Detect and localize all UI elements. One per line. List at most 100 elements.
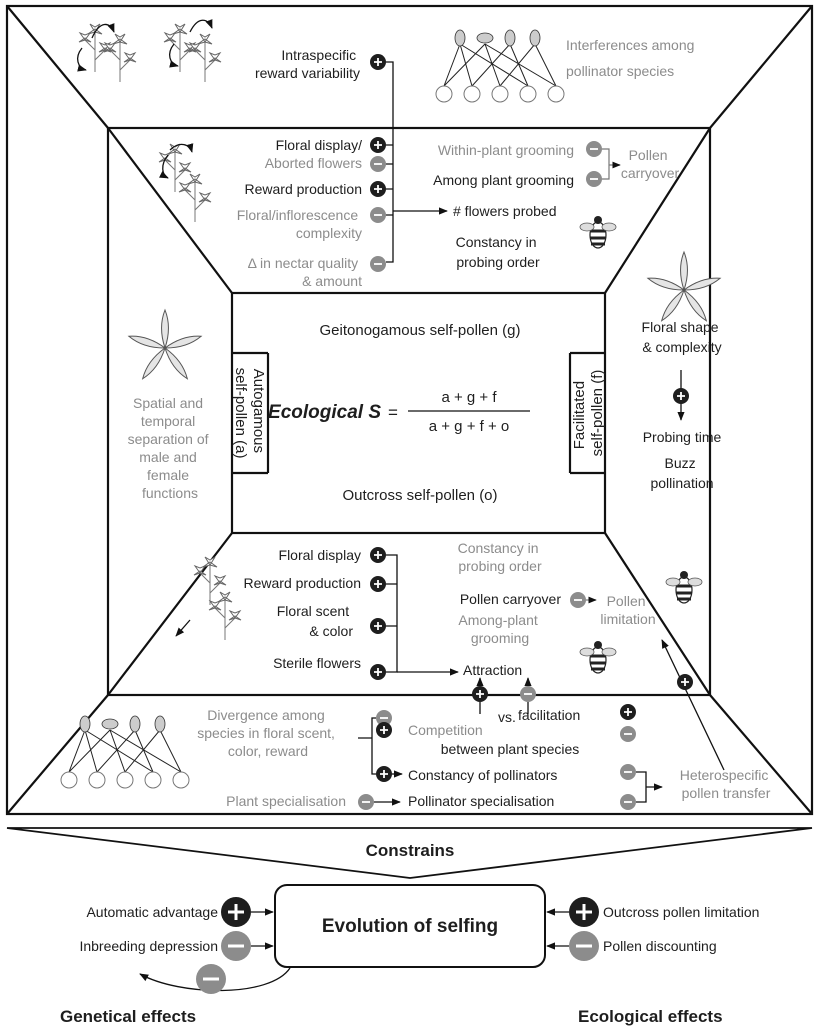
evolution-box <box>274 884 546 968</box>
plus-badge-icon <box>567 895 601 929</box>
buzz-label: Buzz pollination <box>650 455 713 491</box>
nectar-change-label: Δ in nectar quality & amount <box>248 255 363 289</box>
pollinator-spec-label: Pollinator specialisation <box>408 793 554 809</box>
between-label: between plant species <box>441 741 580 757</box>
constrains-label: Constrains <box>366 841 455 860</box>
minus-badge-icon <box>369 206 387 224</box>
pollinator-network-icon <box>60 715 190 789</box>
flower-sprig-icon <box>208 591 242 641</box>
attraction-label: Attraction <box>463 662 522 678</box>
plant-spec-label: Plant specialisation <box>226 793 346 809</box>
plus-badge-icon <box>219 895 253 929</box>
bee-icon <box>664 569 704 605</box>
bee-icon <box>578 214 618 250</box>
minus-badge-icon <box>219 929 253 963</box>
reward-production-label: Reward production <box>244 181 362 197</box>
pollinator-network-icon <box>435 29 565 103</box>
funnel-shape <box>6 827 813 879</box>
scent-color-label: Floral scent & color <box>277 603 354 639</box>
minus-badge-icon <box>585 170 603 188</box>
upper-panel: Floral display/ Aborted flowers Reward p… <box>158 136 680 289</box>
ecological-effects-label: Ecological effects <box>578 1007 723 1026</box>
among-grooming-label: Among plant grooming <box>433 172 574 188</box>
outcross-label: Outcross self-pollen (o) <box>342 487 497 504</box>
center-panel: Geitonogamous self-pollen (g) Outcross s… <box>232 322 606 504</box>
numerator: a + g + f <box>441 389 497 406</box>
lower-reward-production-label: Reward production <box>243 575 361 591</box>
lower-among-grooming-label: Among-plant grooming <box>458 612 541 646</box>
discounting-label: Pollen discounting <box>603 938 717 954</box>
facilitation-label: facilitation <box>518 707 580 723</box>
lily-flower-icon <box>127 309 203 382</box>
separation-label: Spatial and temporal separation of male … <box>128 395 213 501</box>
plus-badge-icon <box>471 685 489 703</box>
pollen-carryover-label: Pollen carryover <box>621 147 680 181</box>
minus-badge-icon <box>619 793 637 811</box>
inbreeding-label: Inbreeding depression <box>79 938 218 954</box>
autogamous-label: Autogamous self-pollen (a) <box>232 368 267 459</box>
flower-sprig-icon <box>178 173 212 223</box>
within-grooming-label: Within-plant grooming <box>438 142 574 158</box>
reward-variability-label: Intraspecific reward variability <box>255 47 360 81</box>
probing-time-label: Probing time <box>643 429 722 445</box>
minus-badge-icon <box>369 255 387 273</box>
aborted-flowers-label: Aborted flowers <box>265 155 362 171</box>
lower-floral-display-label: Floral display <box>279 547 361 563</box>
bottom-panel: Divergence among species in floral scent… <box>60 639 773 811</box>
right-panel: Floral shape & complexity Probing time B… <box>642 251 723 605</box>
plus-badge-icon <box>676 673 694 691</box>
pollen-limitation-label: Pollen limitation <box>600 593 655 627</box>
frame <box>5 4 814 816</box>
flowers-probed-label: # flowers probed <box>453 203 557 219</box>
competition-label: Competition <box>408 722 483 738</box>
plus-badge-icon <box>369 53 387 71</box>
left-panel: Spatial and temporal separation of male … <box>127 309 213 501</box>
evolution-label: Evolution of selfing <box>322 916 498 937</box>
genetical-effects-label: Genetical effects <box>60 1007 196 1026</box>
plus-badge-icon <box>369 663 387 681</box>
plus-badge-icon <box>369 136 387 154</box>
minus-badge-icon <box>619 763 637 781</box>
interferences-label: Interferences among pollinator species <box>566 37 698 79</box>
automatic-label: Automatic advantage <box>86 904 218 920</box>
geitonogamous-label: Geitonogamous self-pollen (g) <box>320 322 521 339</box>
plus-badge-icon <box>672 387 690 405</box>
plus-badge-icon <box>369 546 387 564</box>
minus-badge-icon <box>369 155 387 173</box>
facilitated-label: Facilitated self-pollen (f) <box>571 370 606 457</box>
lower-pollen-carryover-label: Pollen carryover <box>460 591 561 607</box>
lower-constancy-label: Constancy in probing order <box>458 540 543 574</box>
flower-sprig-icon <box>163 23 197 73</box>
minus-badge-icon <box>357 793 375 811</box>
sterile-label: Sterile flowers <box>273 655 361 671</box>
outcross-limitation-label: Outcross pollen limitation <box>603 904 759 920</box>
plus-badge-icon <box>375 721 393 739</box>
minus-badge-icon <box>194 962 228 996</box>
flower-sprig-icon <box>103 33 137 83</box>
top-panel: Intraspecific reward variability Interfe… <box>76 19 698 263</box>
complexity-label: Floral/inflorescence complexity <box>237 207 362 241</box>
flower-sprig-icon <box>188 33 222 83</box>
minus-badge-icon <box>567 929 601 963</box>
constancy-pollinators-label: Constancy of pollinators <box>408 767 557 783</box>
floral-display-label: Floral display/ <box>276 137 362 153</box>
minus-badge-icon <box>569 591 587 609</box>
minus-badge-icon <box>619 725 637 743</box>
plus-badge-icon <box>619 703 637 721</box>
formula-label: Ecological S <box>268 402 381 423</box>
plus-badge-icon <box>369 180 387 198</box>
plus-badge-icon <box>369 575 387 593</box>
plus-badge-icon <box>375 765 393 783</box>
constancy-label: Constancy in probing order <box>456 234 541 270</box>
flower-sprig-icon <box>193 556 227 606</box>
equals-sign: = <box>388 403 398 422</box>
lower-panel: Floral display Reward production Floral … <box>175 540 656 681</box>
heterospecific-label: Heterospecific pollen transfer <box>680 767 773 801</box>
floral-shape-label: Floral shape & complexity <box>642 319 723 355</box>
divergence-label: Divergence among species in floral scent… <box>197 707 339 759</box>
vs-label: vs. <box>498 709 516 725</box>
denominator: a + g + f + o <box>429 418 509 435</box>
minus-badge-icon <box>585 140 603 158</box>
bee-icon <box>578 639 618 675</box>
